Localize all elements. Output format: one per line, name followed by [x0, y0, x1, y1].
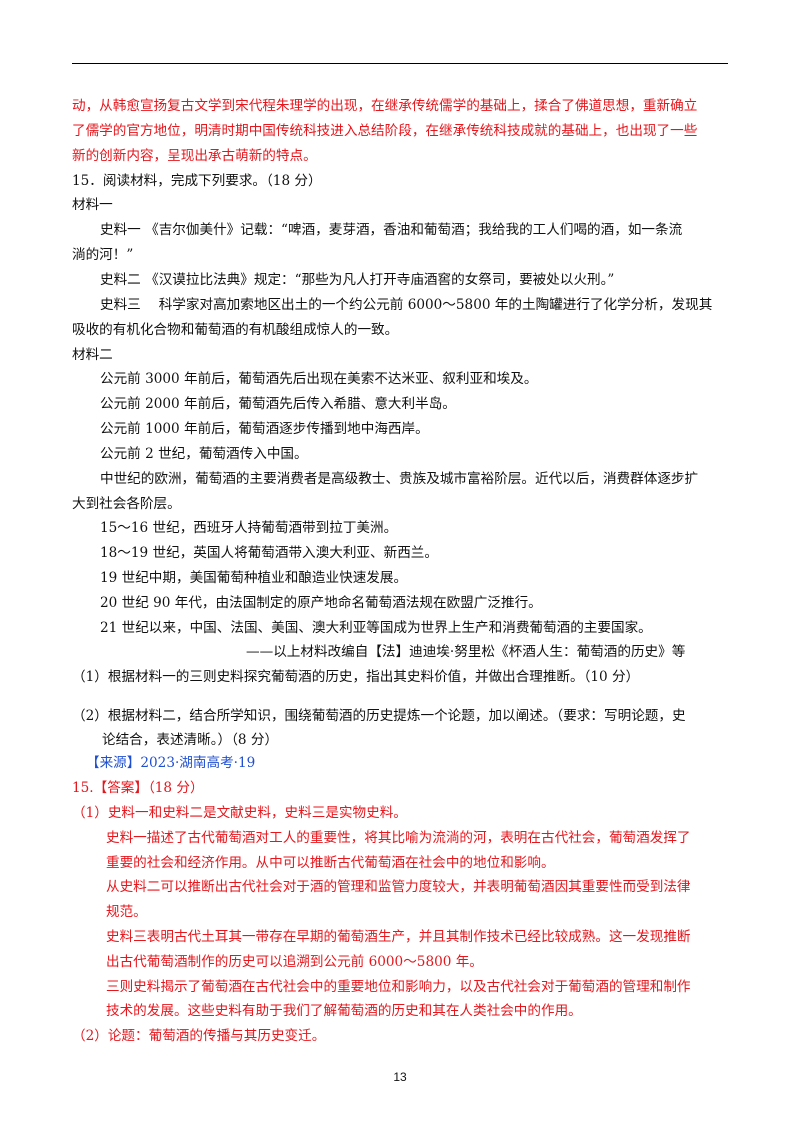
material2-line-5a: 中世纪的欧洲，葡萄酒的主要消费者是高级教士、贵族及城市富裕阶层。近代以后，消费群… [100, 471, 699, 487]
material2-line-2: 公元前 2000 年前后，葡萄酒先后传入希腊、意大利半岛。 [100, 396, 456, 412]
material1-source3-line2: 吸收的有机化合物和葡萄酒的有机酸组成惊人的一致。 [72, 322, 399, 338]
material2-line-10: 21 世纪以来，中国、法国、美国、澳大利亚等国成为世界上生产和消费葡萄酒的主要国… [100, 620, 652, 636]
material1-source2: 史料二 《汉谟拉比法典》规定：“那些为凡人打开寺庙酒窖的女祭司，要被处以火刑。” [100, 272, 615, 288]
answer-part-1-title: （1）史料一和史料二是文献史料，史料三是实物史料。 [72, 805, 407, 821]
material2-line-9: 20 世纪 90 年代，由法国制定的原产地命名葡萄酒法规在欧盟广泛推行。 [100, 595, 542, 611]
header-rule [72, 63, 728, 64]
intro-answer-line-3: 新的创新内容，呈现出承古萌新的特点。 [72, 148, 317, 164]
answer-p1-line-a: 史料一描述了古代葡萄酒对工人的重要性，将其比喻为流淌的河，表明在古代社会，葡萄酒… [106, 830, 691, 846]
answer-p2-line-b: 规范。 [106, 904, 147, 920]
material-source-citation: ——以上材料改编自【法】迪迪埃·努里松《杯酒人生：葡萄酒的历史》等 [246, 644, 686, 660]
answer-p2-line-a: 从史料二可以推断出古代社会对于酒的管理和监管力度较大，并表明葡萄酒因其重要性而受… [106, 879, 691, 895]
material2-line-7: 18～19 世纪，英国人将葡萄酒带入澳大利亚、新西兰。 [100, 545, 438, 561]
question-part-1: （1）根据材料一的三则史料探究葡萄酒的历史，指出其史料价值，并做出合理推断。（1… [72, 669, 640, 685]
question-origin: 【来源】2023·湖南高考·19 [86, 755, 256, 771]
answer-p3-line-b: 出古代葡萄酒制作的历史可以追溯到公元前 6000～5800 年。 [106, 954, 483, 970]
material1-source1-line1: 史料一 《吉尔伽美什》记载：“啤酒，麦芽酒，香油和葡萄酒；我给我的工人们喝的酒，… [100, 222, 683, 238]
material2-line-6: 15～16 世纪，西班牙人持葡萄酒带到拉丁美洲。 [100, 520, 398, 536]
material2-line-5b: 大到社会各阶层。 [72, 496, 181, 512]
material1-source3-line1: 史料三 科学家对高加索地区出土的一个约公元前 6000～5800 年的土陶罐进行… [100, 297, 713, 313]
question-header: 15．阅读材料，完成下列要求。（18 分） [72, 173, 322, 189]
page-number: 13 [393, 1070, 407, 1084]
answer-p1-line-b: 重要的社会和经济作用。从中可以推断古代葡萄酒在社会中的地位和影响。 [106, 855, 555, 871]
answer-header: 15.【答案】（18 分） [72, 780, 204, 796]
answer-part-2: （2）论题：葡萄酒的传播与其历史变迁。 [72, 1028, 326, 1044]
question-part-2-line2: 论结合，表述清晰。）（8 分） [102, 732, 279, 748]
material2-line-8: 19 世纪中期，美国葡萄种植业和酿造业快速发展。 [100, 570, 408, 586]
material2-line-3: 公元前 1000 年前后，葡萄酒逐步传播到地中海西岸。 [100, 421, 429, 437]
question-part-2-line1: （2）根据材料二，结合所学知识，围绕葡萄酒的历史提炼一个论题，加以阐述。（要求：… [72, 708, 686, 724]
material2-line-1: 公元前 3000 年前后，葡萄酒先后出现在美索不达米亚、叙利亚和埃及。 [100, 371, 538, 387]
answer-p3-line-a: 史料三表明古代土耳其一带存在早期的葡萄酒生产，并且其制作技术已经比较成熟。这一发… [106, 929, 691, 945]
material2-title: 材料二 [72, 347, 113, 363]
material2-line-4: 公元前 2 世纪，葡萄酒传入中国。 [100, 446, 308, 462]
answer-p4-line-b: 技术的发展。这些史料有助于我们了解葡萄酒的历史和其在人类社会中的作用。 [106, 1003, 582, 1019]
intro-answer-line-2: 了儒学的官方地位，明清时期中国传统科技进入总结阶段，在继承传统科技成就的基础上，… [72, 123, 698, 139]
material1-source1-line2: 淌的河！” [72, 247, 134, 263]
answer-p4-line-a: 三则史料揭示了葡萄酒在古代社会中的重要地位和影响力，以及古代社会对于葡萄酒的管理… [106, 979, 691, 995]
intro-answer-line-1: 动，从韩愈宣扬复古文学到宋代程朱理学的出现，在继承传统儒学的基础上，揉合了佛道思… [72, 98, 698, 114]
material1-title: 材料一 [72, 197, 113, 213]
